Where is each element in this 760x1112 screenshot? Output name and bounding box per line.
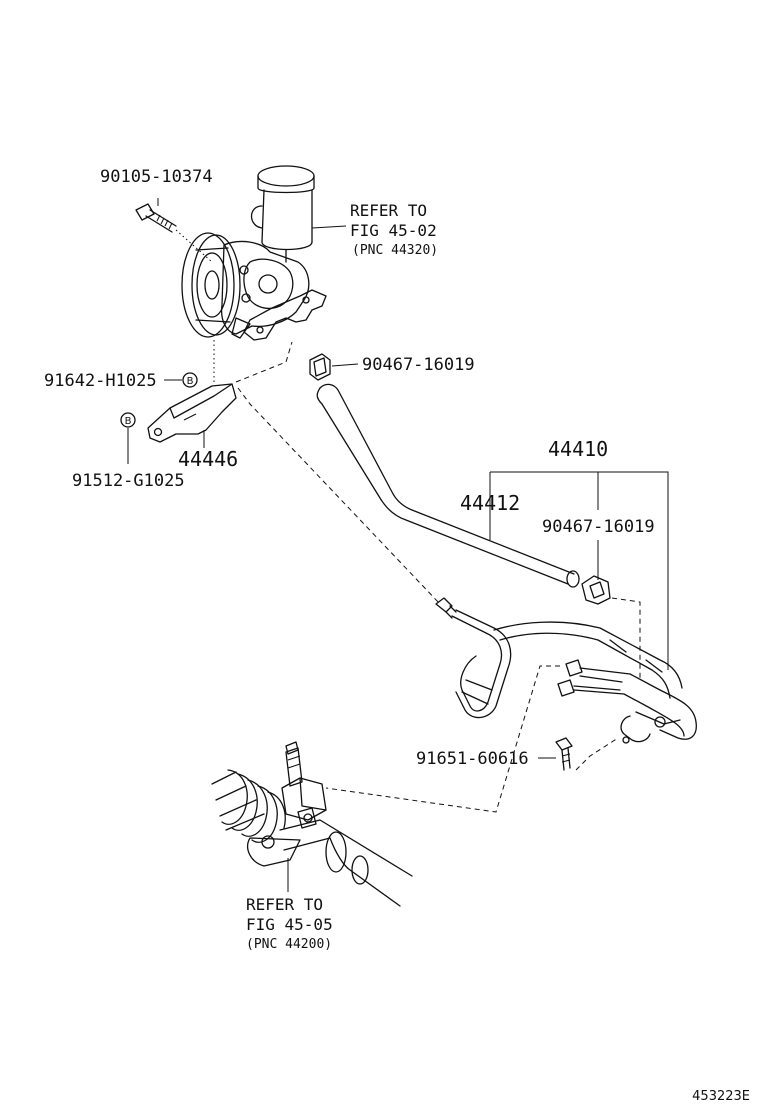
label-clamp-top: 90467-16019	[362, 355, 475, 375]
label-refer-gear-pnc: (PNC 44200)	[246, 937, 332, 952]
label-refer-pump-2: FIG 45-02	[350, 221, 437, 240]
svg-text:B: B	[125, 416, 132, 427]
clamp-top-icon[interactable]	[309, 353, 331, 381]
label-bolt-b: 91642-H1025	[44, 371, 157, 391]
leader-lines	[127, 198, 669, 892]
label-refer-gear-2: FIG 45-05	[246, 915, 333, 934]
small-bolt-icon[interactable]	[555, 737, 573, 771]
bolt-icon[interactable]	[135, 203, 213, 263]
label-refer-pump-1: REFER TO	[350, 201, 427, 220]
label-bolt: 90105-10374	[100, 167, 213, 187]
reservoir-icon[interactable]	[250, 165, 315, 263]
steering-gear-icon[interactable]	[211, 741, 413, 907]
callout-b-bottom: B	[120, 412, 136, 428]
power-steering-pump-icon[interactable]	[181, 232, 327, 341]
label-refer-gear-1: REFER TO	[246, 895, 323, 914]
label-small-bolt: 91651-60616	[416, 749, 529, 769]
phantom-lines	[213, 340, 641, 813]
label-bracket: 44446	[178, 447, 238, 471]
label-clamp-mid: 90467-16019	[542, 517, 655, 537]
pressure-tube-icon[interactable]	[435, 597, 697, 744]
label-refer-pump-pnc: (PNC 44320)	[352, 243, 438, 258]
return-hose-icon[interactable]	[316, 383, 580, 588]
svg-text:B: B	[187, 376, 194, 387]
clamp-mid-icon[interactable]	[581, 575, 611, 605]
label-bolt-b2: 91512-G1025	[72, 471, 185, 491]
label-tube-assy: 44410	[548, 437, 608, 461]
illustration-id: 453223E	[692, 1089, 750, 1104]
bracket-icon[interactable]	[147, 383, 237, 443]
callout-b-top: B	[182, 372, 198, 388]
label-hose: 44412	[460, 491, 520, 515]
